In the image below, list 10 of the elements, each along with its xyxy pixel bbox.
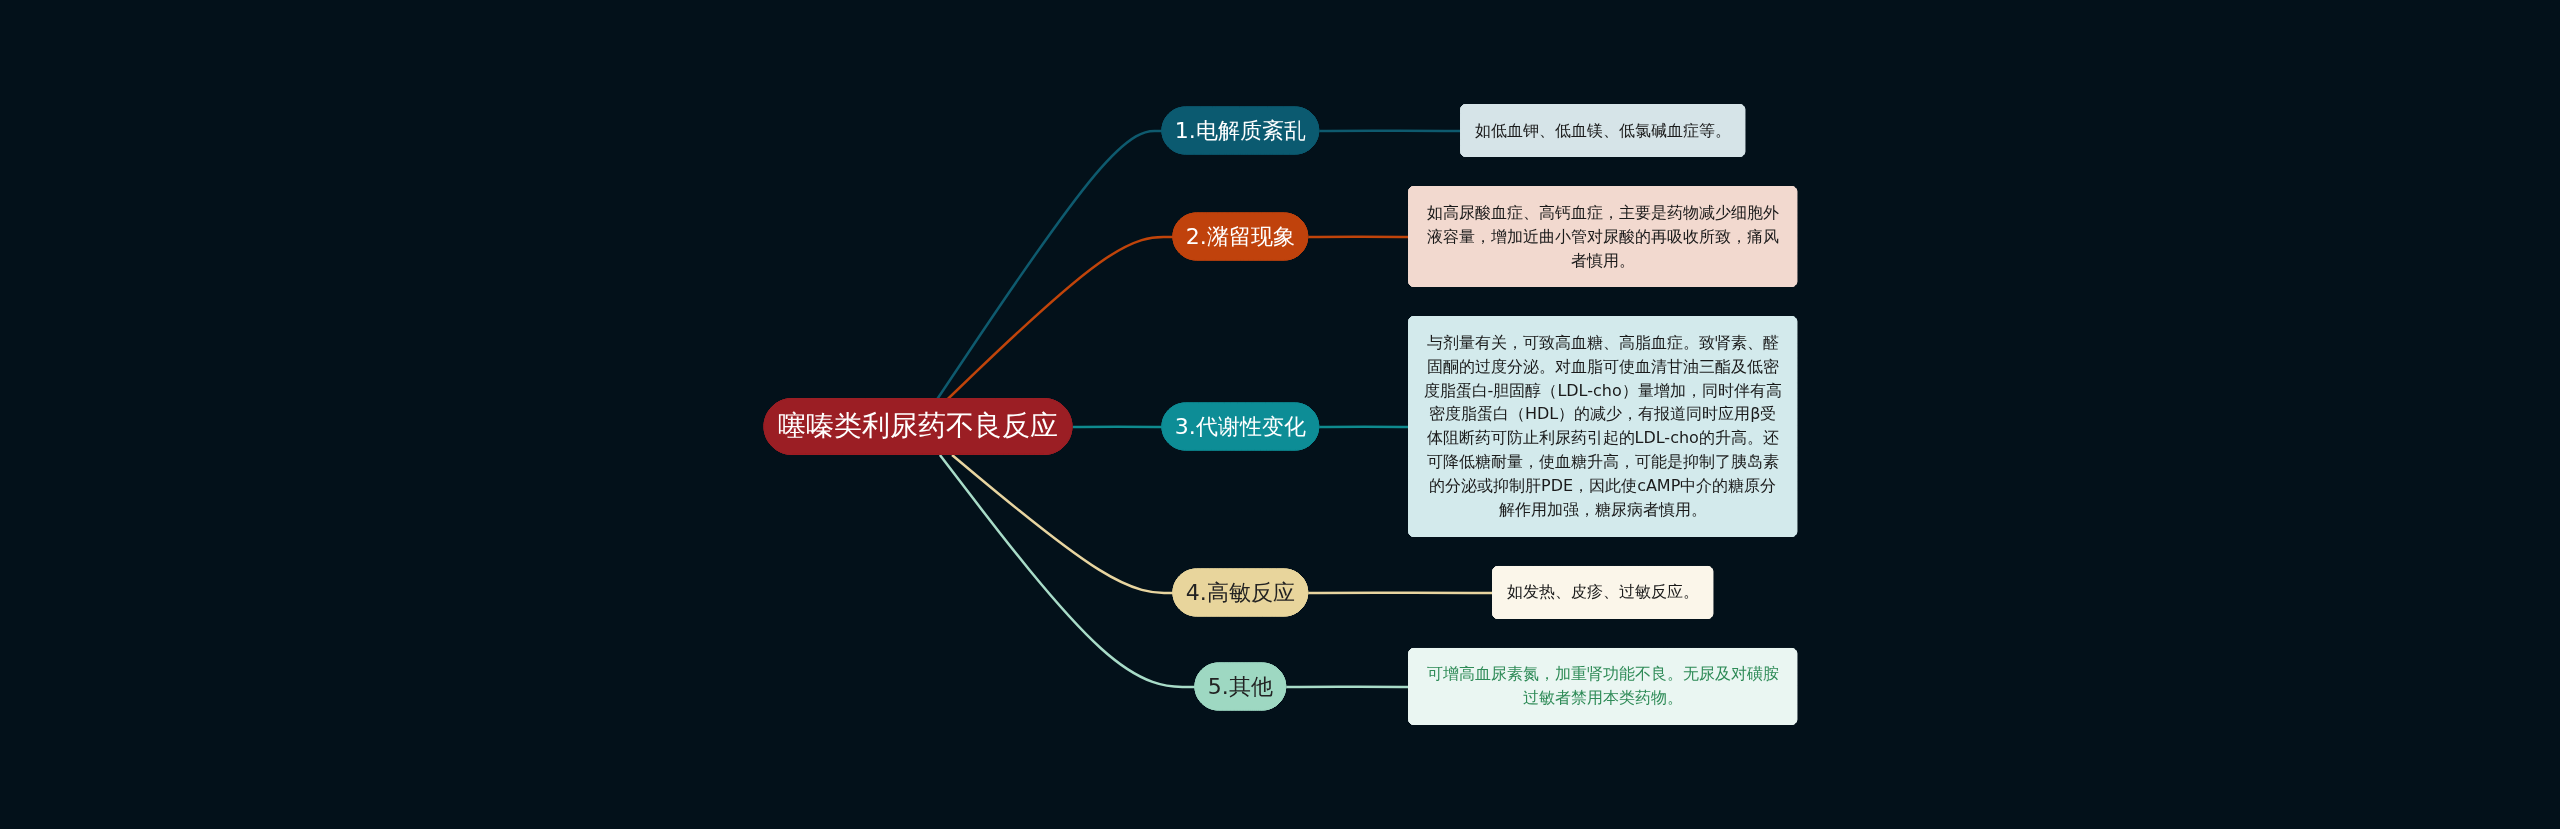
connector — [950, 454, 1174, 595]
connector — [935, 129, 1163, 400]
connector — [1307, 235, 1409, 239]
connector — [1318, 425, 1409, 429]
connector — [946, 235, 1174, 400]
connector — [938, 454, 1196, 689]
connector — [1318, 129, 1461, 133]
connector — [1307, 591, 1493, 595]
connector — [1072, 425, 1163, 429]
connector — [1285, 685, 1409, 689]
